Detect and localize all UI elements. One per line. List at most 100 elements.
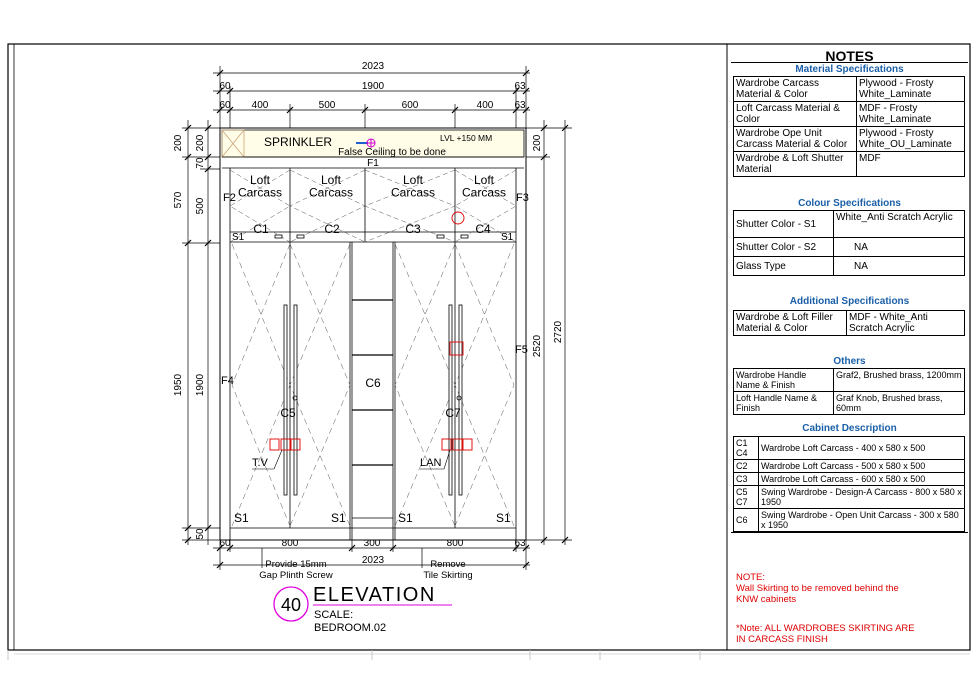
spec-value: NA <box>833 256 965 276</box>
dim-bottom-module: 300 <box>364 538 381 549</box>
spec-value: Plywood - Frosty White_Laminate <box>856 76 965 102</box>
dim-left-inner: 70 <box>195 157 206 169</box>
dim-right-end: 63 <box>514 81 526 92</box>
notes-panel: NOTES Material Specifications Wardrobe C… <box>731 46 968 647</box>
shutter-tag: S1 <box>232 232 245 243</box>
dim-overall-top: 2023 <box>362 61 385 72</box>
cabinet-tag-c5: C5 <box>280 406 296 420</box>
cabinet-desc: Swing Wardrobe - Design-A Carcass - 800 … <box>758 485 965 509</box>
dim-bottom-total: 2023 <box>362 555 385 566</box>
filler-f1: F1 <box>367 158 379 169</box>
cabinet-tag-c4: C4 <box>475 222 491 236</box>
dim-left-outer: 50 <box>195 528 206 540</box>
lock-icon <box>292 395 298 401</box>
dim-bottom-module: 60 <box>219 538 231 549</box>
sprinkler-label: SPRINKLER <box>264 135 332 149</box>
shutter-tag: S1 <box>234 511 249 525</box>
left-dimensions <box>182 120 222 545</box>
wardrobe-handle-icon <box>448 304 453 496</box>
dim-left-outer: 200 <box>173 134 184 151</box>
wardrobe-shutter-tags: S1 S1 S1 S1 <box>234 511 511 525</box>
cabinet-tag-c3: C3 <box>405 222 421 236</box>
skirting-note: NOTE: Wall Skirting to be removed behind… <box>736 572 899 605</box>
socket-marker <box>449 341 464 356</box>
skirting-finish-note: *Note: ALL WARDROBES SKIRTING ARE IN CAR… <box>736 623 915 645</box>
view-title: ELEVATION <box>313 584 436 606</box>
material-heading: Material Specifications <box>795 64 904 75</box>
loft-cabinet-tags: C1 C2 C3 C4 <box>253 222 491 236</box>
room-label: BEDROOM.02 <box>314 622 386 634</box>
colour-heading: Colour Specifications <box>798 198 901 209</box>
spec-value: NA <box>833 237 965 257</box>
cabinet-desc: Wardrobe Loft Carcass - 600 x 580 x 500 <box>758 472 965 486</box>
spec-value: Graf2, Brushed brass, 1200mm <box>833 368 965 392</box>
lan-point-label: LAN <box>420 457 441 469</box>
right-dimension-labels: 200 2520 2720 <box>532 134 564 357</box>
loft-handle-icon <box>274 234 283 239</box>
cabinet-heading: Cabinet Description <box>802 423 897 434</box>
wardrobe-cabinet-tags: C5 C6 C7 <box>280 376 461 420</box>
spec-value: White_Anti Scratch Acrylic <box>833 210 965 238</box>
open-unit-shelves <box>352 299 393 466</box>
filler-f5: F5 <box>515 344 528 356</box>
dim-left-outer: 570 <box>173 191 184 208</box>
bottom-dimensions <box>213 540 530 570</box>
top-dimension-labels: 2023 60 1900 63 60 400 500 600 400 63 <box>219 61 526 111</box>
wardrobe-swing-hatch <box>231 243 515 527</box>
cabinet-tag-c1: C1 <box>253 222 269 236</box>
dim-module: 60 <box>219 100 231 111</box>
dim-bottom-module: 63 <box>514 538 526 549</box>
level-label: LVL +150 MM <box>440 133 492 143</box>
loft-handle-icon <box>436 234 445 239</box>
shutter-tag: S1 <box>501 232 514 243</box>
additional-heading: Additional Specifications <box>789 296 910 307</box>
dim-left-inner: 200 <box>195 134 206 151</box>
cabinet-code: C2 <box>733 459 759 473</box>
spec-value: MDF - White_Anti Scratch Acrylic <box>846 310 965 336</box>
spec-name: Wardrobe Carcass Material & Color <box>733 76 857 102</box>
sheet-border <box>7 43 971 651</box>
bottom-dimension-labels: 60 800 300 800 63 2023 <box>219 538 526 566</box>
dim-left-outer: 1950 <box>173 373 184 396</box>
loft-swing-hatch <box>229 169 517 243</box>
shutter-tag: S1 <box>331 511 346 525</box>
electrical-points <box>269 438 473 451</box>
spec-value: Plywood - Frosty White_OU_Laminate <box>856 126 965 152</box>
lock-icon <box>456 395 462 401</box>
cabinet-code: C3 <box>733 472 759 486</box>
loft-handles <box>274 234 469 239</box>
spec-name: Shutter Color - S1 <box>733 210 834 238</box>
filler-f3: F3 <box>516 192 529 204</box>
view-number-circle <box>273 586 309 622</box>
dim-right: 200 <box>532 134 543 151</box>
dim-right: 2720 <box>553 320 564 343</box>
wardrobe-outline <box>219 127 527 541</box>
marker-circle <box>451 211 465 225</box>
left-dimension-labels: 200 570 1950 50 200 70 500 1900 <box>173 134 206 539</box>
loft-handle-icon <box>460 234 469 239</box>
loft-zone <box>229 168 517 540</box>
spec-name: Wardrobe & Loft Shutter Material <box>733 151 857 177</box>
spec-name: Shutter Color - S2 <box>733 237 834 257</box>
dim-module: 63 <box>514 100 526 111</box>
spec-value: MDF - Frosty White_Laminate <box>856 101 965 127</box>
spec-name: Loft Carcass Material & Color <box>733 101 857 127</box>
dim-module: 600 <box>402 100 419 111</box>
